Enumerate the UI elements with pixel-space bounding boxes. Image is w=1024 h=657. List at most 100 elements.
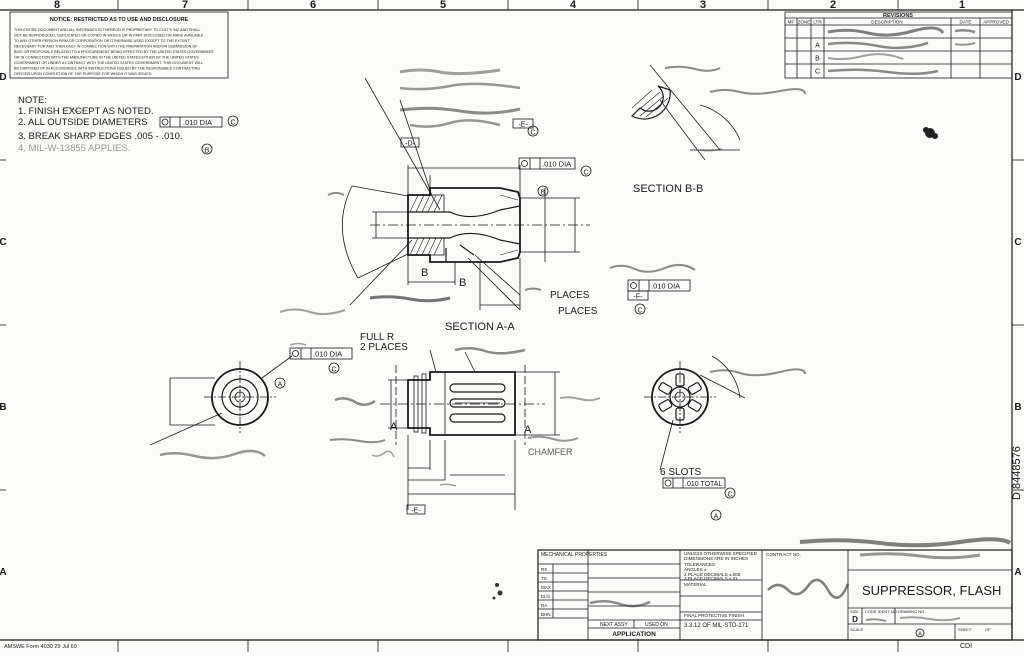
slot: [687, 399, 702, 412]
zone-row-b: B: [1014, 402, 1021, 413]
rev-col-zone: ZONE: [798, 20, 811, 25]
fcf-top-value: .010 DIA: [542, 160, 571, 169]
zone-row-labels: D C B A D C B A: [0, 72, 1022, 578]
side-drawing-number: D 8448576: [1011, 446, 1023, 500]
rev-end-view-c: C: [331, 367, 336, 374]
position-symbol-icon: [521, 160, 528, 167]
zone-row-c-left: C: [0, 237, 7, 248]
scale-label: SCALE: [850, 627, 863, 632]
rev-end-view-a: A: [278, 382, 283, 389]
note-4: 4. MIL-W-13855 APPLIES.: [18, 143, 130, 154]
size-value: D: [852, 615, 858, 624]
zone-row-a-left: A: [0, 567, 7, 578]
datum-e-frame-bottom: [406, 504, 426, 515]
notice-line: GOVERNMENT OR UNDER A CONTRACT WITH THE …: [14, 61, 203, 65]
rev-col-mf: MF: [788, 20, 795, 25]
ref-a-bubble: A: [714, 514, 719, 521]
section-bb-view: SECTION B-B: [631, 64, 806, 195]
notice-block: NOTICE: RESTRICTED AS TO USE AND DISCLOS…: [9, 11, 229, 79]
revision-bubble-icon: [227, 115, 239, 127]
tol-line-5: 2 PLACE DECIMALS ±.005: [684, 572, 741, 577]
redaction-scribble: [61, 107, 85, 113]
fcf-note-2-value: .010 DIA: [183, 118, 212, 127]
cut-b-left: B: [421, 267, 428, 279]
revision-bubble-icon: [537, 185, 549, 197]
title-block: MECHANICAL PROPERTIES RS TS MAX ELG RA B…: [537, 537, 1013, 641]
revision-bubble-icon: [710, 509, 722, 521]
zone-col-8: 8: [54, 0, 60, 11]
revisions-block: REVISIONS MF ZONE LTR DESCRIPTION DATE A…: [784, 11, 1013, 79]
zone-row-d-left: D: [0, 72, 7, 83]
notice-line: OR IN CONNECTION WITH THE MANUFACTURE IN…: [14, 56, 199, 60]
revisions-title: REVISIONS: [883, 13, 913, 19]
rev-bubble-c-right: C: [637, 308, 642, 315]
material-label: MATERIAL: [684, 582, 707, 587]
rev-bubble-c-top: C: [530, 130, 535, 137]
rev-col-description: DESCRIPTION: [871, 20, 902, 25]
position-symbol-icon: [664, 479, 672, 487]
revision-bubble-icon: [580, 165, 592, 177]
revision-bubble-icon: [201, 143, 213, 155]
datum-d: -D-: [405, 141, 415, 148]
fcf-top: [518, 157, 576, 170]
general-notes: NOTE: 1. FINISH EXCEPT AS NOTED. 2. ALL …: [18, 95, 239, 155]
title-rev-a: A: [918, 632, 922, 638]
tol-line-4: ANGLES ±: [684, 567, 707, 572]
zone-col-2: 2: [830, 0, 836, 11]
notes-heading: NOTE:: [18, 95, 47, 106]
chamfer-label: CHAMFER: [528, 447, 573, 457]
next-assy-label: NEXT ASSY: [600, 622, 628, 628]
slot: [449, 383, 506, 393]
rev-col-ltr: LTR: [813, 20, 822, 25]
zone-col-3: 3: [700, 0, 706, 11]
note-2: 2. ALL OUTSIDE DIAMETERS: [18, 117, 148, 128]
cut-a-left: A: [390, 421, 398, 433]
revision-bubble-icon: [634, 303, 646, 315]
six-slots-label: 6 SLOTS: [660, 467, 701, 478]
two-places-label: 2 PLACES: [360, 342, 408, 353]
note-1: 1. FINISH EXCEPT AS NOTED.: [18, 106, 154, 117]
rev-note-2: C: [230, 120, 235, 127]
prop-rs: RS: [541, 567, 547, 572]
tol-line-3: TOLERANCES: [684, 562, 715, 567]
thread-hatch: [407, 194, 445, 256]
places-label-1: PLACES: [550, 290, 590, 301]
finish-spec: 3.3.12 OF MIL-STD-171: [684, 623, 749, 629]
fcf-right: [627, 279, 691, 292]
revision-bubble-icon: [527, 125, 539, 137]
zone-col-6: 6: [310, 0, 316, 11]
slot: [658, 382, 673, 395]
rev-slot-c: C: [727, 492, 732, 499]
zone-row-a: A: [1014, 567, 1021, 578]
fcf-slots: [662, 477, 726, 489]
zone-row-b-left: B: [0, 402, 7, 413]
section-aa-label: SECTION A-A: [445, 321, 515, 333]
fcf-note-2: [159, 116, 223, 128]
notice-title: NOTICE: RESTRICTED AS TO USE AND DISCLOS…: [50, 17, 189, 23]
position-symbol-icon: [161, 118, 169, 126]
contract-label: CONTRACT NO.: [766, 552, 801, 557]
side-view: A A FULL R 2 PLACES CHAMFER -E- A: [329, 332, 722, 521]
rev-note-4: B: [205, 148, 210, 155]
rev-letter-a: A: [815, 43, 820, 50]
prop-ts: TS: [541, 576, 547, 581]
revision-bubble-icon: [915, 628, 925, 638]
sheet-label: SHEET: [958, 627, 972, 632]
datum-f: -F-: [634, 294, 644, 301]
drawing-title: SUPPRESSOR, FLASH: [862, 583, 1001, 598]
full-r-label: FULL R: [360, 332, 394, 343]
notice-line: THIS ENTIRE DOCUMENT AND ALL INFORMATION…: [14, 28, 201, 32]
datum-d-frame: [400, 137, 420, 148]
prop-max: MAX: [541, 585, 551, 590]
prop-elg: ELG: [541, 594, 551, 599]
rev-col-approved: APPROVED: [983, 20, 1009, 25]
revision-bubble-icon: [328, 362, 340, 374]
form-footer: AMSWE Form 4030 29 Jul 69: [4, 644, 77, 650]
cut-b-right: B: [459, 277, 466, 289]
rev-letter-b: B: [815, 56, 820, 63]
revision-bubble-icon: [724, 487, 736, 499]
section-bb-label: SECTION B-B: [633, 183, 703, 195]
rev-bubble-b: B: [541, 190, 546, 197]
finish-label: FINAL PROTECTIVE FINISH: [684, 613, 744, 618]
